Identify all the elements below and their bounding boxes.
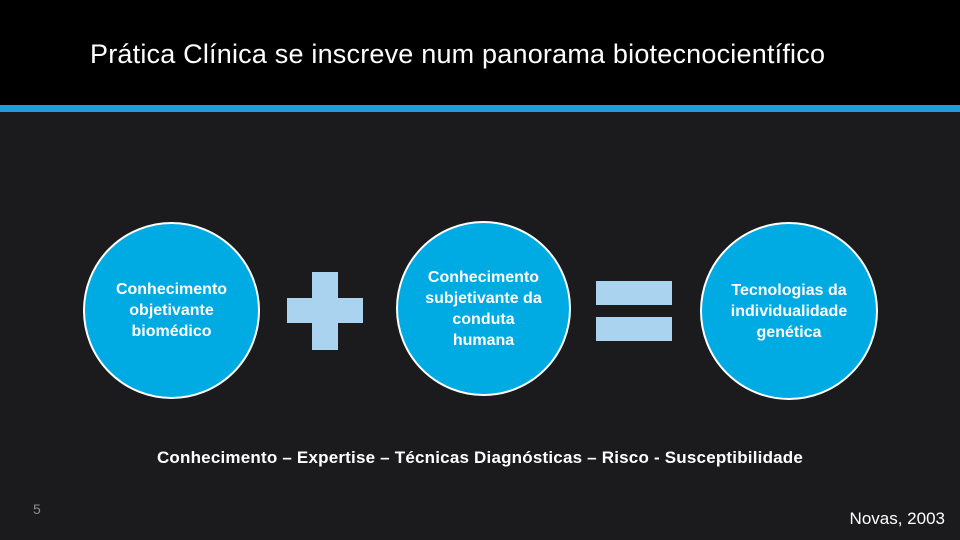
circle-label-line: subjetivante da: [425, 289, 542, 307]
circle-label-line: Tecnologias da: [731, 281, 847, 299]
circle-label: Conhecimento objetivante biomédico: [116, 279, 227, 342]
circle-label-line: Conhecimento: [427, 268, 540, 286]
circle-conhecimento-objetivante: Conhecimento objetivante biomédico: [83, 222, 260, 399]
circle-label-line: Conhecimento: [115, 281, 228, 298]
circle-label-line: biomédico: [131, 323, 212, 340]
circle-label-line: objetivante: [129, 302, 214, 319]
title-bar: Prática Clínica se inscreve num panorama…: [0, 0, 960, 105]
title-divider: [0, 105, 960, 112]
plus-icon: [287, 272, 363, 350]
circle-conhecimento-subjetivante: Conhecimento subjetivante da conduta hum…: [396, 221, 571, 396]
citation: Novas, 2003: [849, 509, 945, 528]
summary-text: Conhecimento – Expertise – Técnicas Diag…: [156, 448, 804, 467]
circle-label: Conhecimento subjetivante da conduta hum…: [425, 267, 541, 351]
equals-icon: [596, 281, 672, 341]
circle-label-line: individualidade: [730, 302, 848, 320]
slide-number: 5: [33, 501, 41, 517]
circle-label-line: genética: [756, 323, 822, 341]
circle-label-line: conduta: [452, 310, 515, 328]
circle-label-line: humana: [452, 331, 515, 349]
circle-label: Tecnologias da individualidade genética: [731, 280, 847, 343]
circle-tecnologias: Tecnologias da individualidade genética: [700, 222, 878, 400]
slide-title: Prática Clínica se inscreve num panorama…: [90, 39, 826, 69]
